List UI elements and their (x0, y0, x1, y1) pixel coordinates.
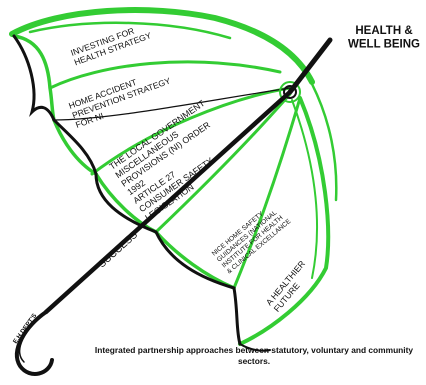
diagram-title: HEALTH & WELL BEING (348, 25, 420, 51)
umbrella-top (279, 37, 333, 103)
umbrella-canopy (9, 7, 338, 346)
panel-label-nice-guidance: NICE HOME SAFETYGUIDANCES (NATIONALINSTI… (211, 200, 293, 276)
umbrella-handle (14, 310, 54, 376)
umbrella-spokes (12, 34, 291, 352)
canopy-rib-5 (238, 96, 331, 346)
handle-label-success: SUCCESS (97, 229, 141, 270)
hook-label-eh-dept: E.H DEPT'S (12, 312, 39, 345)
panel-label-local-government: THE LOCAL GOVERNMENTMISCELLANEOUSPROVISI… (107, 98, 242, 223)
canopy-rib-2 (52, 118, 98, 176)
text-line: HEALTH & (355, 25, 412, 37)
umbrella-shaft (43, 89, 293, 315)
panel-label-healthier-future: A HEALTHIERFUTURE (264, 259, 315, 314)
text-line: WELL BEING (348, 39, 420, 51)
text-line: SUCCESS (97, 229, 141, 270)
text-line: E.H DEPT'S (12, 312, 39, 345)
caption: Integrated partnership approaches betwee… (94, 345, 414, 366)
canopy-outer-edge (9, 7, 315, 85)
panel-label-investing: INVESTING FORHEALTH STRATEGY (69, 21, 153, 68)
